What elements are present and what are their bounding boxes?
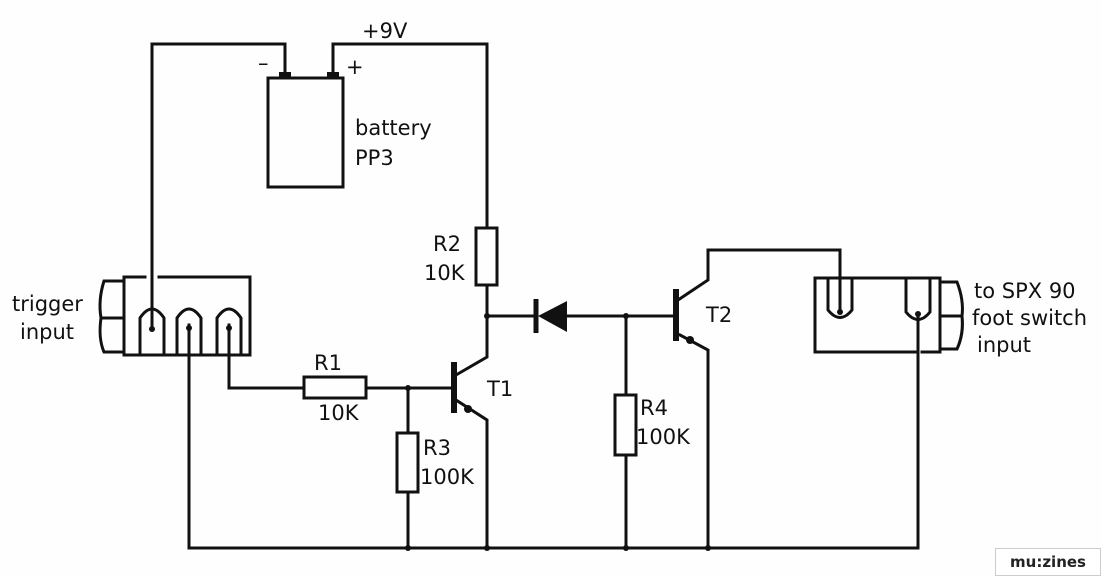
battery-label: battery: [355, 116, 432, 140]
resistor-r1: [302, 375, 368, 400]
wires: [150, 42, 920, 550]
trigger-input-jack: [98, 275, 252, 357]
output-label-2: foot switch: [972, 306, 1087, 330]
junction-dots: [405, 313, 711, 551]
output-label-3: input: [977, 333, 1031, 357]
footswitch-output-jack: [813, 276, 964, 354]
battery-plus-label: +: [346, 55, 364, 79]
r1-label: R1: [314, 351, 342, 375]
output-label-1: to SPX 90: [974, 279, 1076, 303]
resistor-r4: [613, 393, 638, 457]
watermark-logo: mu:zines: [995, 548, 1101, 576]
transistor-t2: [673, 289, 694, 344]
r4-value: 100K: [636, 425, 691, 449]
r2-value: 10K: [424, 261, 466, 285]
trigger-input-label: input: [20, 320, 74, 344]
t1-label: T1: [486, 377, 513, 401]
r1-value: 10K: [318, 401, 360, 425]
t2-label: T2: [705, 303, 732, 327]
resistor-r2: [474, 226, 499, 287]
transistor-t1: [451, 362, 472, 413]
r2-label: R2: [433, 232, 461, 256]
supply-label: +9V: [362, 19, 408, 43]
r3-label: R3: [423, 436, 451, 460]
trigger-label: trigger: [12, 292, 83, 316]
r3-value: 100K: [420, 465, 475, 489]
battery-type-label: PP3: [355, 146, 394, 170]
battery-pp3: [266, 72, 345, 189]
battery-minus-label: –: [258, 51, 269, 75]
r4-label: R4: [640, 396, 668, 420]
resistor-r3: [395, 431, 420, 494]
diode: [533, 299, 567, 333]
